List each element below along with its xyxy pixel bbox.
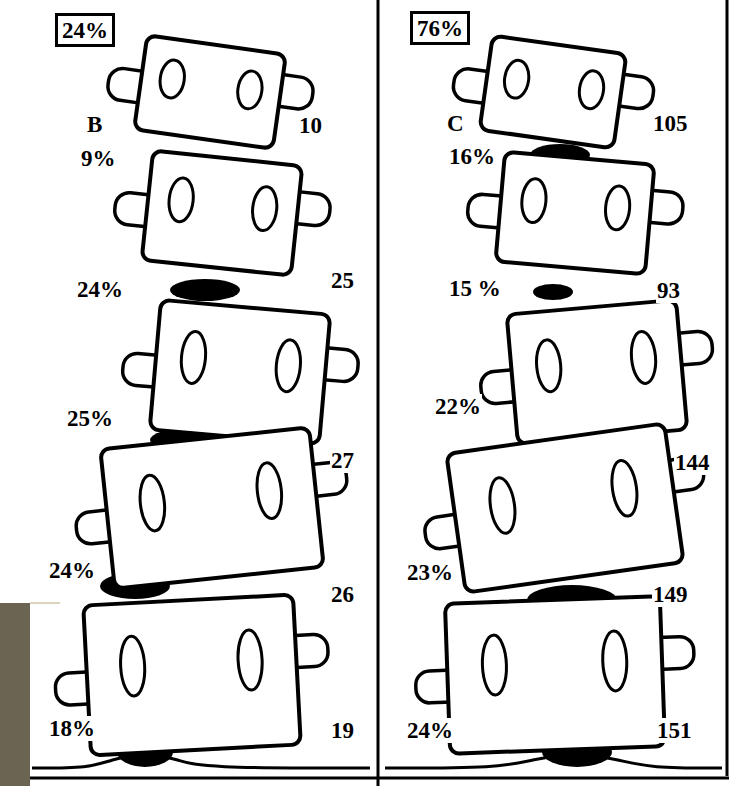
measurement-value: 19 bbox=[330, 718, 355, 743]
measurement-value: 151 bbox=[656, 718, 693, 743]
vertebral-body bbox=[150, 300, 331, 444]
panel-letter: C bbox=[446, 111, 465, 136]
pedicle-oval bbox=[502, 59, 531, 100]
pedicle-oval bbox=[137, 474, 167, 532]
pedicle-oval bbox=[179, 331, 207, 385]
measurement-value: 25% bbox=[66, 406, 114, 431]
measurement-value: 24% bbox=[48, 558, 96, 583]
panel-border bbox=[726, 0, 729, 776]
intervertebral-disc bbox=[533, 284, 573, 300]
measurement-value: 24% bbox=[406, 718, 454, 743]
pedicle-oval bbox=[274, 339, 302, 393]
pedicle-oval bbox=[158, 59, 187, 100]
vertebra bbox=[415, 419, 716, 597]
sacrum-outline bbox=[32, 755, 370, 768]
pedicle-oval bbox=[254, 462, 284, 520]
vertebra bbox=[102, 31, 317, 153]
vertebral-body bbox=[134, 35, 286, 149]
measurement-value: 23% bbox=[406, 560, 454, 585]
measurement-value: 25 bbox=[330, 268, 355, 293]
pedicle-oval bbox=[577, 69, 606, 110]
pedicle-oval bbox=[237, 629, 264, 690]
measurement-value: 26 bbox=[330, 582, 355, 607]
vertebra bbox=[448, 31, 658, 153]
vertebral-body bbox=[100, 427, 323, 588]
pedicle-oval bbox=[602, 631, 628, 692]
pedicle-oval bbox=[609, 459, 641, 518]
vertebra bbox=[110, 147, 334, 279]
vertebra bbox=[68, 424, 355, 592]
photo-edge bbox=[30, 603, 60, 604]
intervertebral-disc bbox=[170, 279, 240, 301]
measurement-value: 10 bbox=[298, 113, 323, 138]
measurement-value: 149 bbox=[652, 582, 689, 607]
percentage-value: 76% bbox=[417, 16, 463, 41]
vertebral-body bbox=[142, 150, 303, 275]
vertebral-body bbox=[495, 152, 654, 275]
pedicle-oval bbox=[487, 476, 519, 535]
percentage-value: 24% bbox=[62, 18, 108, 43]
pedicle-oval bbox=[534, 339, 562, 393]
pedicle-oval bbox=[119, 636, 146, 697]
measurement-value: 93 bbox=[656, 278, 681, 303]
photo-fragment bbox=[0, 603, 30, 786]
vertebral-body bbox=[507, 300, 688, 444]
vertebra bbox=[464, 149, 687, 277]
vertebral-body bbox=[445, 596, 665, 753]
panel-border bbox=[30, 777, 729, 780]
measurement-value: 105 bbox=[652, 111, 689, 136]
measurement-value: 9% bbox=[80, 146, 117, 171]
measurement-value: 24% bbox=[76, 277, 124, 302]
vertebral-body bbox=[446, 423, 683, 592]
measurement-value: 15 % bbox=[448, 276, 502, 301]
measurement-value: 18% bbox=[48, 716, 96, 741]
pedicle-oval bbox=[235, 69, 264, 110]
measurement-value: 27 bbox=[330, 448, 355, 473]
percentage-box: 24% bbox=[55, 13, 115, 47]
vertebra bbox=[475, 297, 719, 447]
vertebral-body bbox=[83, 595, 301, 756]
vertebral-body bbox=[480, 36, 627, 149]
measurement-value: 144 bbox=[674, 450, 711, 475]
measurement-value: 16% bbox=[448, 144, 496, 169]
vertebra bbox=[413, 595, 697, 755]
pedicle-oval bbox=[629, 331, 657, 385]
pedicle-oval bbox=[520, 178, 548, 224]
pedicle-oval bbox=[250, 186, 278, 232]
percentage-box: 76% bbox=[410, 11, 470, 45]
vertebra bbox=[118, 297, 362, 447]
panel-border bbox=[377, 0, 380, 786]
pedicle-oval bbox=[604, 185, 632, 231]
sacrum-outline bbox=[385, 755, 722, 768]
pedicle-oval bbox=[481, 635, 507, 696]
measurement-value: 22% bbox=[434, 394, 482, 419]
pedicle-oval bbox=[167, 177, 195, 223]
panel-letter: B bbox=[86, 112, 103, 137]
